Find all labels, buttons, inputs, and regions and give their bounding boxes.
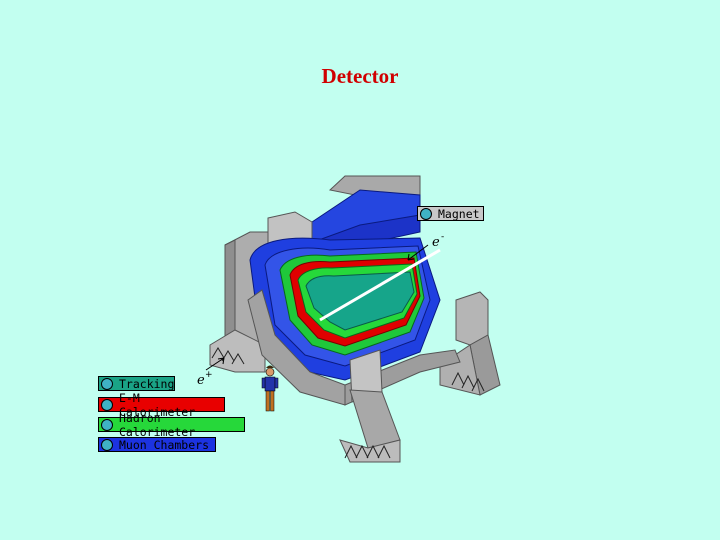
legend-item-hadron-calorimeter[interactable]: Hadron Calorimeter (98, 411, 245, 439)
legend-item-tracking[interactable]: Tracking (98, 376, 175, 391)
electron-minus-charge: - (441, 232, 444, 242)
left-foot-ribs (211, 347, 245, 365)
legend-item-label: E-M Calorimeter (119, 390, 196, 419)
beam-arrows (205, 244, 429, 371)
electron-minus-label: e (432, 235, 440, 250)
page-title: Detector (321, 64, 399, 88)
front-frame (247, 289, 461, 463)
legend-item-label: Muon Chambers (119, 437, 210, 452)
back-foot-ribs (451, 371, 485, 392)
legend-item-magnet[interactable]: Magnet (417, 206, 484, 221)
legend-item-muon-chambers[interactable]: Muon Chambers (98, 437, 216, 452)
radio-button-icon (101, 438, 113, 451)
radio-button-icon (101, 418, 113, 431)
beam-pipe (319, 248, 441, 322)
electron-plus-label: e (197, 373, 205, 388)
legend-item-em-calorimeter[interactable]: E-M Calorimeter (98, 391, 225, 419)
electron-plus-charge: + (205, 370, 213, 380)
legend-item-label: Hadron Calorimeter (119, 410, 196, 439)
legend-item-label: Tracking (119, 376, 175, 391)
legend-item-label: Magnet (438, 206, 480, 221)
radio-button-icon (420, 207, 432, 220)
radio-button-icon (101, 377, 113, 390)
radio-button-icon (101, 398, 113, 411)
person-scale-figure (261, 365, 279, 412)
front-foot-ribs (344, 444, 391, 459)
